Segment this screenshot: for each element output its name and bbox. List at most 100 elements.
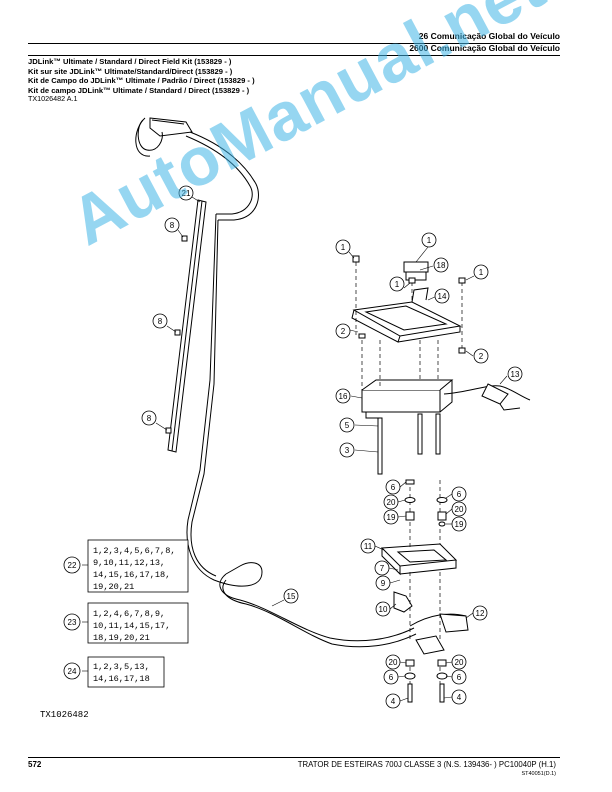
drawing-id: TX1026482 bbox=[40, 710, 89, 720]
callout-bubble: 20 bbox=[385, 654, 401, 670]
connector bbox=[409, 613, 469, 655]
svg-text:1: 1 bbox=[341, 243, 346, 252]
callout-bubble: 8 bbox=[141, 410, 157, 426]
subsection-title: 2600 Comunicação Global do Veículo bbox=[409, 43, 560, 53]
svg-text:8: 8 bbox=[147, 414, 152, 423]
svg-text:1: 1 bbox=[427, 236, 432, 245]
callout-bubble: 9 bbox=[375, 575, 391, 591]
svg-text:12: 12 bbox=[476, 609, 485, 618]
antenna-cable bbox=[135, 117, 417, 648]
svg-text:1,2,3,5,13,: 1,2,3,5,13, bbox=[93, 662, 150, 672]
callout-bubble: 19 bbox=[383, 509, 399, 525]
svg-text:23: 23 bbox=[68, 618, 77, 627]
header-rule bbox=[28, 43, 560, 44]
callout-bubble: 6 bbox=[451, 669, 467, 685]
callout-bubble: 6 bbox=[451, 486, 467, 502]
svg-text:21: 21 bbox=[182, 189, 191, 198]
svg-text:19: 19 bbox=[455, 520, 464, 529]
callout-bubble: 4 bbox=[451, 689, 467, 705]
svg-text:14,16,17,18: 14,16,17,18 bbox=[93, 674, 150, 684]
figure-reference: TX1026482 A.1 bbox=[28, 94, 78, 103]
kit-titles: JDLink™ Ultimate / Standard / Direct Fie… bbox=[28, 57, 255, 95]
mounting-bracket bbox=[351, 261, 462, 343]
callout-bubble: 15 bbox=[283, 588, 299, 604]
svg-text:15: 15 bbox=[287, 592, 296, 601]
callout-bubble: 1 bbox=[421, 232, 437, 248]
callout-bubble: 6 bbox=[383, 669, 399, 685]
svg-text:7: 7 bbox=[380, 564, 385, 573]
callout-bubble: 4 bbox=[385, 693, 401, 709]
callout-bubble: 20 bbox=[451, 654, 467, 670]
header-rule bbox=[28, 55, 560, 56]
svg-text:19,20,21: 19,20,21 bbox=[93, 582, 134, 592]
svg-text:6: 6 bbox=[391, 483, 396, 492]
callout-bubble: 16 bbox=[335, 388, 351, 404]
svg-text:13: 13 bbox=[511, 370, 520, 379]
svg-text:10: 10 bbox=[379, 605, 388, 614]
svg-text:19: 19 bbox=[387, 513, 396, 522]
svg-text:20: 20 bbox=[455, 505, 464, 514]
svg-text:11: 11 bbox=[364, 542, 373, 551]
kit-title: Kit sur site JDLink™ Ultimate/Standard/D… bbox=[28, 66, 233, 76]
cable-clip bbox=[393, 591, 413, 613]
group-24: 24 1,2,3,5,13, 14,16,17,18 bbox=[63, 656, 165, 688]
antenna bbox=[149, 117, 193, 137]
callout-bubble: 8 bbox=[164, 217, 180, 233]
svg-text:6: 6 bbox=[457, 490, 462, 499]
control-unit bbox=[380, 543, 458, 576]
svg-text:9,10,11,12,13,: 9,10,11,12,13, bbox=[93, 558, 165, 568]
svg-text:8: 8 bbox=[170, 221, 175, 230]
svg-text:1: 1 bbox=[479, 268, 484, 277]
footer-code: ST40051(D.1) bbox=[521, 771, 556, 777]
svg-text:10,11,14,15,17,: 10,11,14,15,17, bbox=[93, 621, 170, 631]
callout-leaders bbox=[82, 196, 508, 702]
callout-bubble: 1 bbox=[335, 239, 351, 255]
svg-text:5: 5 bbox=[345, 421, 350, 430]
kit-title: JDLink™ Ultimate / Standard / Direct Fie… bbox=[28, 57, 232, 66]
callout-bubble: 6 bbox=[385, 479, 401, 495]
svg-text:16: 16 bbox=[339, 392, 348, 401]
svg-text:22: 22 bbox=[68, 561, 77, 570]
svg-text:9: 9 bbox=[381, 579, 386, 588]
section-title: 26 Comunicação Global do Veículo bbox=[418, 31, 560, 41]
callout-bubble: 13 bbox=[507, 366, 523, 382]
footer-rule bbox=[28, 757, 560, 758]
svg-text:1,2,3,4,5,6,7,8,: 1,2,3,4,5,6,7,8, bbox=[93, 546, 176, 556]
callout-bubble: 8 bbox=[152, 313, 168, 329]
svg-text:4: 4 bbox=[457, 693, 462, 702]
svg-text:4: 4 bbox=[391, 697, 396, 706]
svg-text:1,2,4,6,7,8,9,: 1,2,4,6,7,8,9, bbox=[93, 609, 165, 619]
svg-text:6: 6 bbox=[457, 673, 462, 682]
assembly-guide-lines bbox=[355, 262, 463, 700]
svg-text:20: 20 bbox=[455, 658, 464, 667]
callout-bubble: 7 bbox=[374, 560, 390, 576]
svg-text:1: 1 bbox=[395, 280, 400, 289]
svg-text:14: 14 bbox=[438, 292, 447, 301]
callout-bubble: 5 bbox=[339, 417, 355, 433]
callout-bubble: 20 bbox=[383, 494, 399, 510]
svg-text:18,19,20,21: 18,19,20,21 bbox=[93, 633, 150, 643]
svg-text:6: 6 bbox=[389, 673, 394, 682]
footer-title: TRATOR DE ESTEIRAS 700J CLASSE 3 (N.S. 1… bbox=[297, 760, 556, 769]
telematics-module bbox=[361, 379, 454, 419]
svg-text:24: 24 bbox=[68, 667, 77, 676]
kit-title: Kit de Campo do JDLink™ Ultimate / Padrã… bbox=[28, 76, 255, 85]
callout-bubble: 1 bbox=[473, 264, 489, 280]
wiring-harness bbox=[443, 383, 531, 411]
callout-bubble: 2 bbox=[335, 323, 351, 339]
page-number: 572 bbox=[28, 760, 42, 769]
callout-bubble: 10 bbox=[375, 601, 391, 617]
svg-text:2: 2 bbox=[479, 352, 484, 361]
hardware bbox=[165, 235, 466, 703]
kit-title: Kit de campo JDLink™ Ultimate / Standard… bbox=[28, 85, 250, 95]
svg-text:3: 3 bbox=[345, 446, 350, 455]
callout-bubble: 20 bbox=[451, 501, 467, 517]
callout-bubble: 3 bbox=[339, 442, 355, 458]
svg-text:20: 20 bbox=[387, 498, 396, 507]
svg-text:20: 20 bbox=[389, 658, 398, 667]
svg-text:2: 2 bbox=[341, 327, 346, 336]
callout-bubble: 14 bbox=[434, 288, 450, 304]
svg-text:8: 8 bbox=[158, 317, 163, 326]
mounting-strip bbox=[167, 199, 207, 453]
